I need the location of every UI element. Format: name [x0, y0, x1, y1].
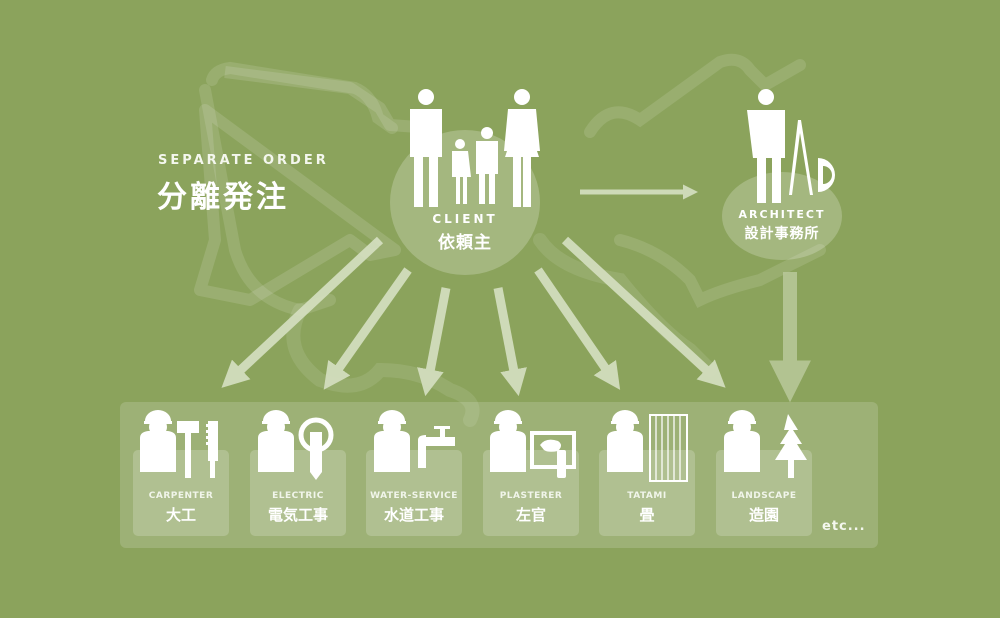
trade-label-plasterer: PLASTERER 左官 [472, 491, 590, 525]
trade-en: WATER-SERVICE [370, 491, 458, 501]
arrow-client-to-plasterer [493, 287, 527, 397]
light-bulb-icon [298, 417, 334, 480]
trade-en: ELECTRIC [272, 491, 324, 501]
trade-en: CARPENTER [148, 491, 214, 501]
tatami-worker-icon [607, 410, 643, 472]
trade-en: PLASTERER [499, 491, 563, 501]
architect-label: ARCHITECT 設計事務所 [732, 208, 832, 243]
trades-panel [120, 402, 878, 548]
tree-icon [775, 414, 807, 478]
arrow-client-to-water-service [417, 287, 451, 397]
trade-jp: 造園 [748, 506, 779, 524]
title-japanese: 分離発注 [157, 180, 289, 215]
water-service-worker-icon [374, 410, 410, 472]
trade-jp: 大工 [165, 506, 196, 524]
trade-label-landscape: LANDSCAPE 造園 [705, 491, 823, 525]
plasterer-worker-icon [490, 410, 526, 472]
faucet-icon [418, 426, 455, 468]
trade-jp: 水道工事 [383, 506, 444, 524]
trade-label-electric: ELECTRIC 電気工事 [239, 491, 357, 525]
tatami-mat-icon [649, 414, 688, 482]
trade-jp: 電気工事 [267, 506, 328, 524]
trowel-wall-icon [530, 431, 576, 478]
client-label: CLIENT 依頼主 [420, 212, 510, 253]
trade-jp: 畳 [639, 506, 655, 524]
hammer-saw-icon [177, 421, 218, 478]
etc-label: etc... [822, 519, 866, 534]
trade-en: TATAMI [627, 491, 667, 501]
arrow-client-to-carpenter [221, 236, 384, 388]
title-english: SEPARATE ORDER [158, 153, 329, 168]
arrow-client-to-tatami [534, 267, 621, 390]
trade-label-water-service: WATER-SERVICE 水道工事 [355, 491, 473, 525]
architect-label-en: ARCHITECT [738, 208, 826, 221]
client-label-en: CLIENT [432, 212, 498, 226]
trade-en: LANDSCAPE [731, 491, 797, 501]
arrow-client-to-electric [323, 267, 412, 390]
electric-worker-icon [258, 410, 294, 472]
architect-label-jp: 設計事務所 [744, 226, 820, 242]
client-label-jp: 依頼主 [438, 233, 492, 253]
arrow-client-to-landscape [561, 236, 726, 388]
trade-label-tatami: TATAMI 畳 [588, 491, 706, 525]
trade-label-carpenter: CARPENTER 大工 [122, 491, 240, 525]
carpenter-worker-icon [140, 410, 176, 472]
trade-jp: 左官 [515, 506, 546, 524]
landscape-worker-icon [724, 410, 760, 472]
